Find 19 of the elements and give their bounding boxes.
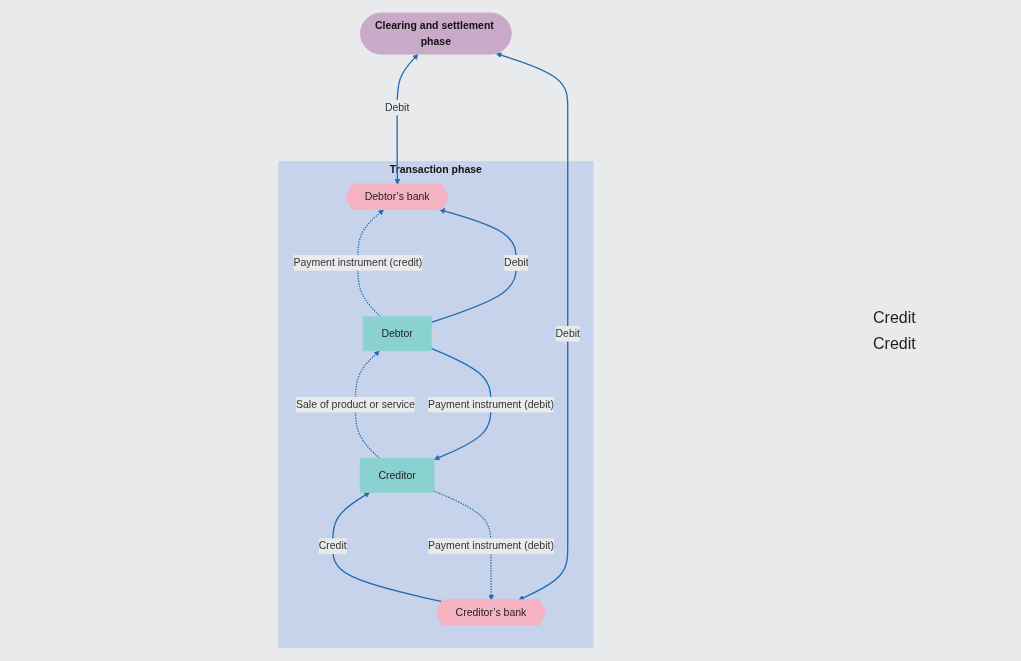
- node-box: Creditor: [359, 458, 435, 493]
- label-text: Credit: [873, 308, 917, 327]
- edge-label: Payment instrument (debit): [427, 540, 554, 552]
- arrow: [430, 347, 492, 461]
- arrow: [430, 208, 517, 323]
- arrow: [331, 492, 443, 603]
- edge-label: Debit: [503, 257, 529, 269]
- edge-label: Payment instrument (credit): [293, 257, 422, 269]
- label-text: Credit: [873, 334, 917, 353]
- edge-label: Payment instrument (debit): [427, 398, 554, 410]
- arrow: [433, 490, 494, 601]
- edge-label: Debit: [384, 101, 410, 113]
- arrow: [354, 350, 380, 459]
- arrow: [356, 209, 384, 318]
- node-box: Debtor: [362, 316, 432, 352]
- edge-label: Debit: [555, 327, 580, 340]
- arrow: [495, 52, 569, 601]
- edge-label: Credit: [318, 540, 347, 552]
- edge-label: Sale of product or service: [295, 398, 415, 410]
